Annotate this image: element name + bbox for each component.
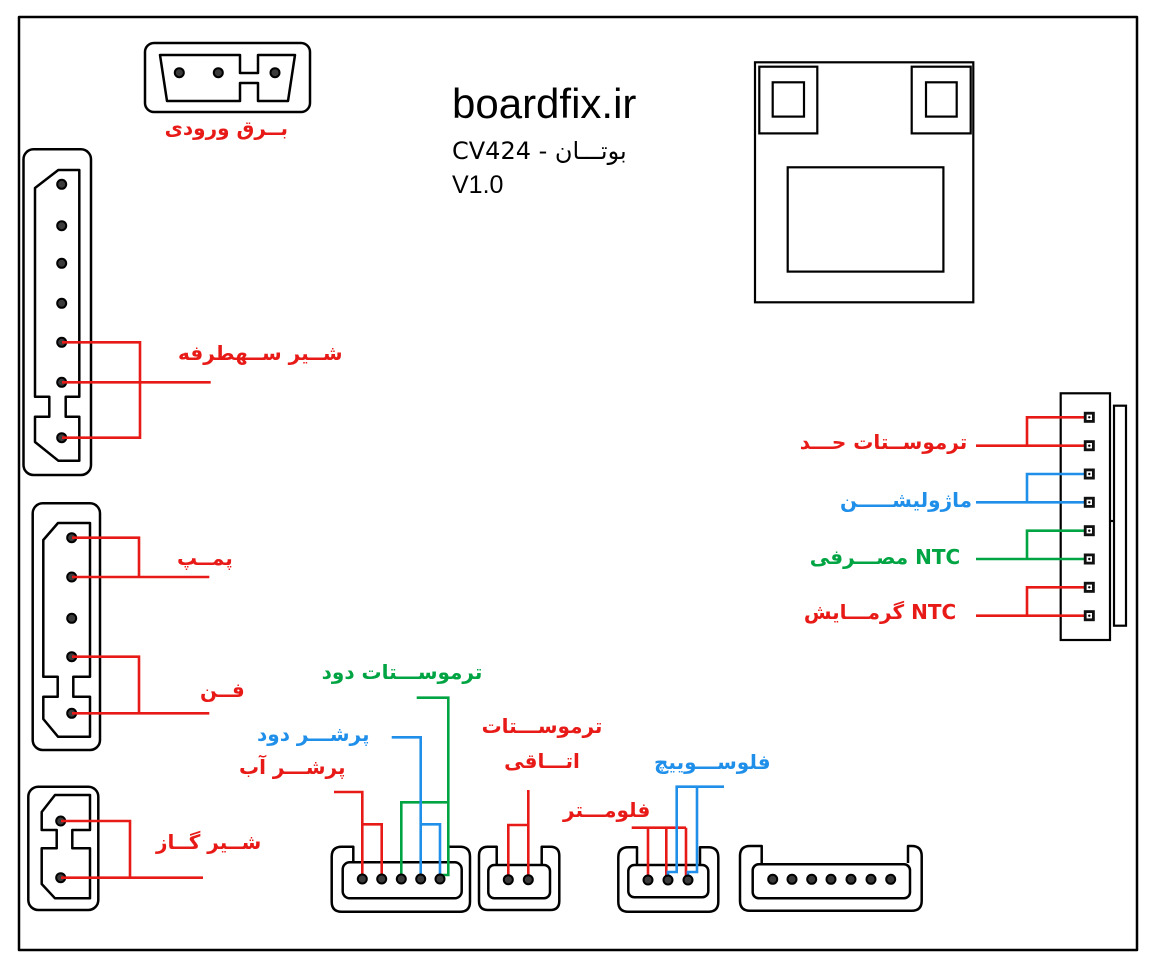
label-gas-valve: شــیر گــاز — [156, 830, 262, 854]
gas-valve-connector — [27, 785, 100, 912]
label-limit-thermostat: ترموســتات حـــد — [799, 430, 968, 454]
right-edge-connector — [1059, 392, 1128, 642]
wire-pump — [72, 536, 210, 579]
right-edge-connector-pins — [1083, 411, 1095, 622]
flow-connector-pins — [642, 874, 694, 886]
label-flow-meter: فلومـــتر — [563, 798, 651, 822]
wire-limit-thermostat — [976, 416, 1084, 447]
model-title: بوتـــان - CV424 — [452, 137, 627, 166]
wire-smoke-pressure — [391, 736, 442, 879]
label-power-input: بــرق ورودی — [164, 116, 288, 140]
label-smoke-pressure: پرشـــر دود — [257, 722, 370, 746]
relay-block — [753, 61, 975, 304]
label-ntc-heating: NTC گرمـــایش — [803, 600, 957, 624]
label-water-pressure: پرشـــر آب — [239, 755, 346, 779]
wire-ntc-dhw — [976, 529, 1084, 561]
room-thermostat-connector — [477, 845, 561, 912]
wire-ntc-heating — [976, 586, 1084, 617]
aux-connector-pins — [767, 873, 897, 885]
left-edge-connector — [22, 148, 93, 477]
label-three-way-valve: شــیر ســهطرفه — [178, 341, 343, 365]
wire-gas-valve — [61, 819, 203, 879]
label-pump: پمــپ — [177, 546, 233, 570]
label-ntc-dhw: NTC مصـــرفی — [809, 545, 961, 569]
pressure-connector-pins — [356, 873, 446, 885]
wire-water-pressure — [334, 790, 383, 879]
label-modulation: ماژولیشـــــن — [839, 488, 973, 512]
label-fan: فــن — [200, 678, 245, 702]
wire-flow-meter — [631, 826, 688, 880]
brand-title: boardfix.ir — [452, 80, 637, 127]
wire-fan — [72, 655, 210, 715]
title-block: boardfix.ir بوتـــان - CV424 V1.0 — [452, 80, 636, 200]
wire-room-thermostat — [507, 790, 530, 880]
version-label: V1.0 — [452, 171, 504, 200]
label-room-thermostat: ترموســـتات اتـــاقی — [481, 714, 603, 773]
label-smoke-thermostat: ترموســـتات دود — [321, 660, 483, 684]
label-flow-switch: فلوســـوییچ — [654, 750, 771, 774]
wire-three-way-valve — [62, 341, 211, 439]
board-border — [17, 15, 1139, 952]
room-thermostat-connector-pins — [502, 874, 534, 886]
power-connector — [143, 41, 312, 114]
wire-modulation — [976, 472, 1084, 504]
